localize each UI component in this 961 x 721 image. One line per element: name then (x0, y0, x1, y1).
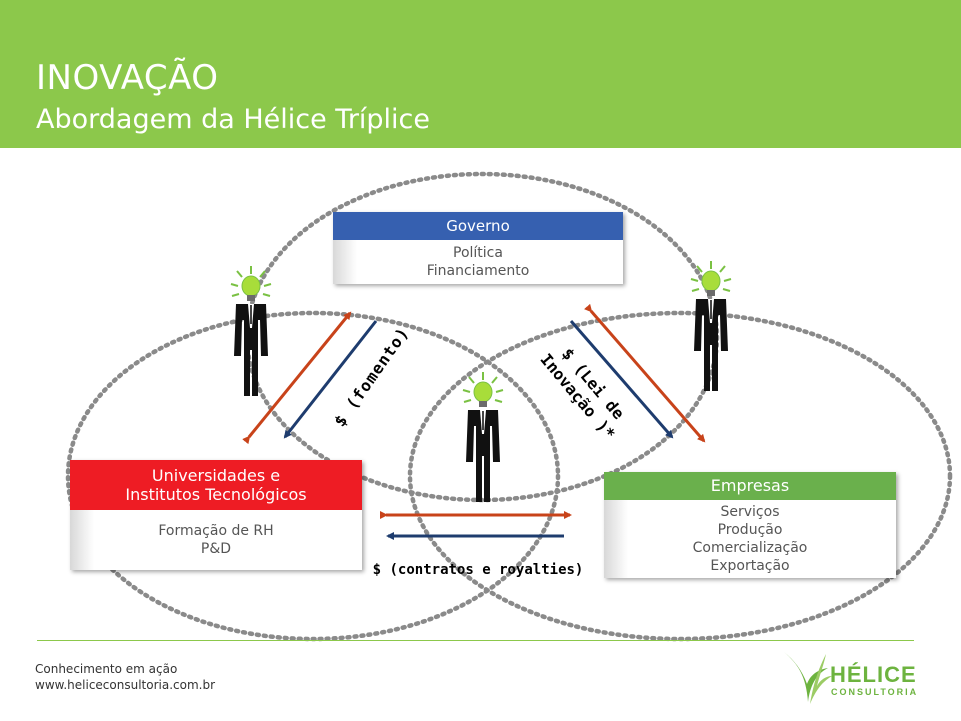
helice-logo: HÉLICE CONSULTORIA (780, 646, 920, 710)
box-universidades-title: Universidades e Institutos Tecnológicos (70, 460, 362, 510)
label-lei-inovacao: $ (Lei de Inovação )* (536, 344, 628, 443)
arrow-fomento-up (242, 311, 352, 445)
idea-person-icon (462, 371, 504, 503)
box-empresas-title: Empresas (604, 472, 896, 500)
helice-logo-mark: HÉLICE CONSULTORIA (784, 652, 918, 704)
header-banner: INOVAÇÃO Abordagem da Hélice Tríplice (0, 0, 961, 148)
arrow-lei-red (584, 303, 706, 443)
label-fomento: $ (fomento) (330, 323, 413, 430)
footer-tagline: Conhecimento em ação (35, 662, 178, 676)
box-universidades-body: Formação de RH P&D (70, 510, 362, 570)
empresas-line: Serviços (720, 504, 780, 520)
empresas-line: Produção (717, 522, 783, 538)
universidades-line: Formação de RH (158, 523, 274, 539)
universidades-title-line: Universidades e (151, 465, 281, 485)
arrow-fomento-down (283, 320, 378, 439)
arrow-lei-navy (569, 320, 674, 439)
box-governo-title: Governo (333, 212, 623, 240)
box-empresas: Empresas Serviços Produção Comercializaç… (604, 472, 896, 578)
universidades-title-line: Institutos Tecnológicos (125, 485, 307, 504)
idea-person-icon (230, 265, 272, 397)
logo-sub: CONSULTORIA (831, 687, 918, 697)
universidades-line: P&D (200, 541, 232, 557)
box-governo: Governo Política Financiamento (333, 212, 623, 284)
empresas-line: Exportação (710, 558, 790, 574)
empresas-line: Comercialização (692, 540, 808, 556)
box-universidades: Universidades e Institutos Tecnológicos … (70, 460, 362, 570)
footer-url[interactable]: www.heliceconsultoria.com.br (35, 678, 216, 692)
logo-name: HÉLICE (830, 662, 917, 687)
governo-line: Financiamento (426, 263, 530, 279)
governo-line: Política (453, 245, 503, 261)
page-title: INOVAÇÃO (36, 58, 219, 98)
page-subtitle: Abordagem da Hélice Tríplice (36, 104, 431, 135)
label-contratos: $ (contratos e royalties) (373, 562, 584, 578)
box-governo-body: Política Financiamento (333, 240, 623, 284)
box-empresas-body: Serviços Produção Comercialização Export… (604, 500, 896, 578)
footer-divider (37, 640, 914, 641)
circle-universidades (65, 310, 561, 642)
